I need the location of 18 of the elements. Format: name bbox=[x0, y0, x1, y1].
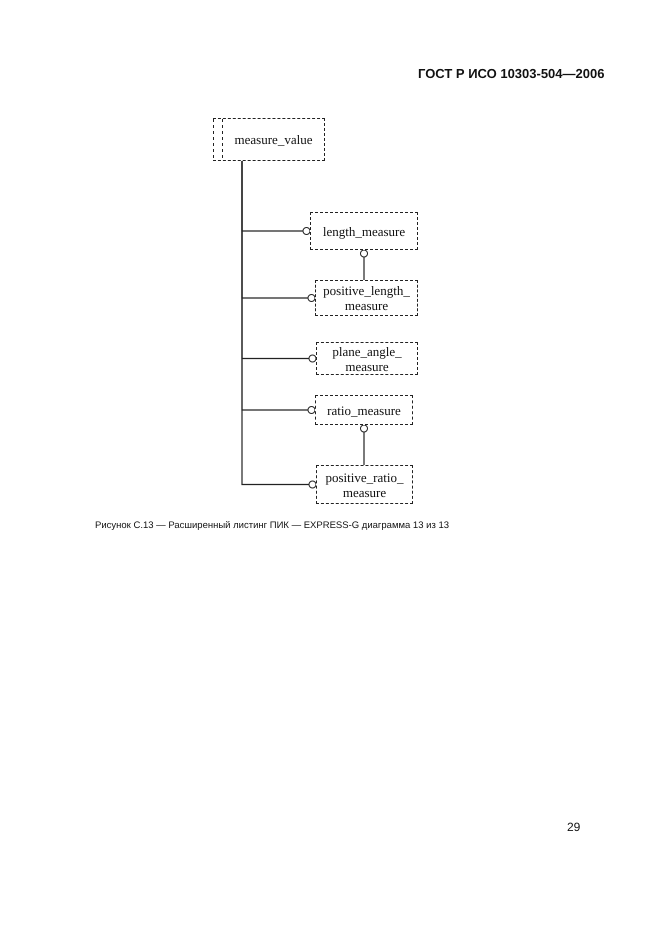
connector-line bbox=[360, 250, 368, 280]
type-name: measure_value bbox=[234, 132, 312, 147]
type-box bbox=[315, 395, 413, 425]
connector-line bbox=[360, 424, 368, 465]
type-box bbox=[310, 212, 418, 250]
header-text: ГОСТ Р ИСО 10303-504—2006 bbox=[418, 66, 604, 81]
type-box bbox=[315, 280, 418, 316]
figure-caption: Рисунок С.13 — Расширенный листинг ПИК — EXPRESS-G диаграмма 13 из 13 bbox=[95, 520, 450, 531]
type-name: plane_angle_ measure bbox=[331, 344, 403, 374]
select-type-box bbox=[213, 118, 325, 161]
type-box bbox=[316, 465, 413, 504]
page-number: 29 bbox=[567, 820, 580, 834]
type-name: positive_ratio_ measure bbox=[324, 470, 405, 500]
type-name: positive_length_ measure bbox=[322, 283, 411, 313]
type-name: length_measure bbox=[322, 224, 406, 238]
type-name: ratio_measure bbox=[327, 402, 401, 418]
type-box bbox=[316, 342, 418, 375]
connector-line bbox=[241, 161, 316, 488]
